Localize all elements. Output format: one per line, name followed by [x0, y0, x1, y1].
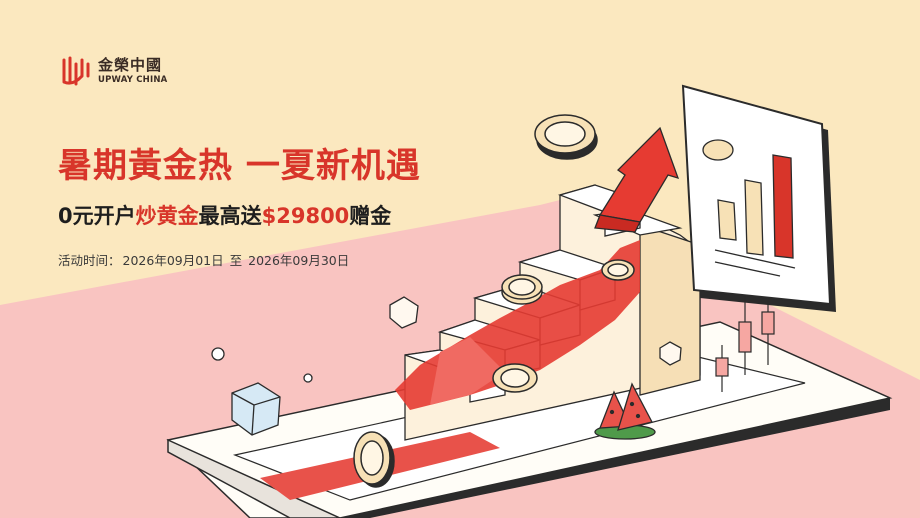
watermelon-icon: [594, 382, 656, 440]
brand-name-en: UPWAY CHINA: [98, 74, 168, 85]
subheadline-part3: 最高送: [198, 204, 262, 228]
candlestick-icons: [715, 295, 775, 392]
bar-chart-icon: [717, 154, 794, 259]
gold-coins: [353, 114, 635, 488]
staircase-side: [639, 224, 701, 396]
bonus-amount: $29800: [261, 204, 350, 228]
period-start: 2026年09月01日: [122, 253, 224, 268]
brand-name-cn: 金榮中國: [98, 55, 163, 74]
growth-arrow-icon: [598, 126, 680, 223]
headline: 暑期黃金热 一夏新机遇: [58, 146, 421, 186]
ice-cube-icon: [231, 296, 682, 436]
period-label: 活动时间：: [58, 253, 121, 268]
coin-icon: [702, 139, 734, 161]
brand-logo[interactable]: 金榮中國 UPWAY CHINA: [58, 54, 167, 88]
period-separator: 至: [229, 253, 243, 268]
subheadline-part2: 炒黄金: [135, 204, 199, 228]
platform-edge: [340, 398, 890, 518]
subheadline: 0元开户炒黄金最高送$29800赠金: [58, 200, 391, 230]
promo-period: 活动时间：2026年09月01日 至 2026年09月30日: [58, 250, 351, 269]
subheadline-part4: 赠金: [349, 204, 392, 228]
subheadline-part1: 0元开户: [58, 204, 136, 228]
red-carpet-step: [430, 337, 505, 405]
upway-logo-icon: [62, 56, 90, 86]
period-end: 2026年09月30日: [248, 253, 350, 268]
